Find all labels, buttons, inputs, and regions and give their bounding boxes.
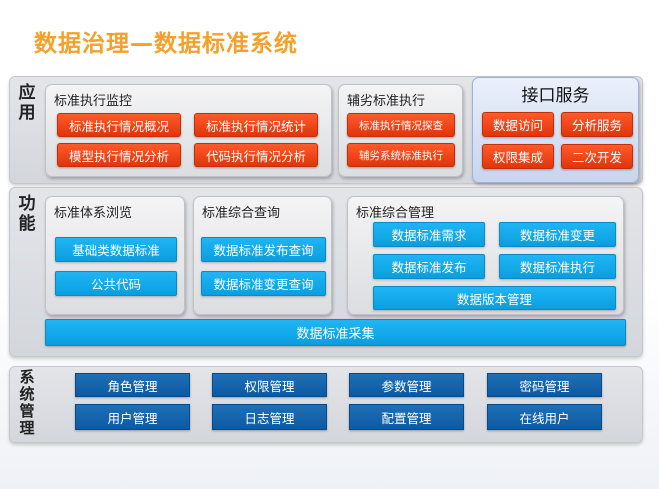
standard-query-panel: 标准综合查询 数据标准发布查询 数据标准变更查询 bbox=[193, 196, 332, 315]
version-management-button[interactable]: 数据版本管理 bbox=[373, 286, 616, 310]
code-analysis-button[interactable]: 代码执行情况分析 bbox=[194, 143, 318, 167]
aux-execution-panel-title: 辅劣标准执行 bbox=[347, 94, 426, 109]
standard-collect-bar[interactable]: 数据标准采集 bbox=[45, 319, 626, 346]
system-management-label: 系 统 管 理 bbox=[19, 368, 35, 437]
application-layer-label: 应 用 bbox=[18, 83, 36, 123]
password-management-button[interactable]: 密码管理 bbox=[487, 373, 602, 397]
role-management-button[interactable]: 角色管理 bbox=[75, 373, 190, 397]
aux-execution-panel: 辅劣标准执行 标准执行情况探查 辅劣系统标准执行 bbox=[338, 84, 463, 177]
monitor-panel-title: 标准执行监控 bbox=[54, 94, 133, 109]
standard-browse-panel: 标准体系浏览 基础类数据标准 公共代码 bbox=[45, 196, 185, 315]
log-management-button[interactable]: 日志管理 bbox=[212, 404, 327, 430]
online-users-button[interactable]: 在线用户 bbox=[487, 404, 602, 430]
function-layer-label: 功 能 bbox=[18, 194, 36, 234]
secondary-development-button[interactable]: 二次开发 bbox=[561, 144, 633, 169]
user-management-button[interactable]: 用户管理 bbox=[75, 404, 190, 430]
public-code-button[interactable]: 公共代码 bbox=[55, 271, 177, 296]
standard-query-title: 标准综合查询 bbox=[202, 206, 281, 221]
standard-change-button[interactable]: 数据标准变更 bbox=[499, 222, 616, 247]
publish-query-button[interactable]: 数据标准发布查询 bbox=[201, 237, 326, 262]
standard-browse-title: 标准体系浏览 bbox=[54, 206, 133, 221]
standard-requirement-button[interactable]: 数据标准需求 bbox=[373, 222, 485, 247]
standard-execute-button[interactable]: 数据标准执行 bbox=[499, 254, 616, 279]
interface-service-title: 接口服务 bbox=[521, 86, 590, 106]
interface-service-panel: 接口服务 数据访问 分析服务 权限集成 二次开发 bbox=[472, 77, 639, 183]
monitor-overview-button[interactable]: 标准执行情况概况 bbox=[57, 113, 181, 137]
basic-data-standard-button[interactable]: 基础类数据标准 bbox=[55, 237, 177, 262]
permission-management-button[interactable]: 权限管理 bbox=[212, 373, 327, 397]
standard-publish-button[interactable]: 数据标准发布 bbox=[373, 254, 485, 279]
permission-integration-button[interactable]: 权限集成 bbox=[482, 144, 554, 169]
monitor-statistics-button[interactable]: 标准执行情况统计 bbox=[194, 113, 318, 137]
parameter-management-button[interactable]: 参数管理 bbox=[349, 373, 464, 397]
page-title: 数据治理—数据标准系统 bbox=[34, 31, 298, 57]
model-analysis-button[interactable]: 模型执行情况分析 bbox=[57, 143, 181, 167]
monitor-panel: 标准执行监控 标准执行情况概况 标准执行情况统计 模型执行情况分析 代码执行情况… bbox=[45, 84, 332, 177]
aux-system-execution-button[interactable]: 辅劣系统标准执行 bbox=[347, 143, 455, 167]
standard-manage-title: 标准综合管理 bbox=[356, 206, 435, 221]
execution-probe-button[interactable]: 标准执行情况探查 bbox=[347, 113, 455, 137]
standard-manage-panel: 标准综合管理 数据标准需求 数据标准变更 数据标准发布 数据标准执行 数据版本管… bbox=[347, 196, 624, 315]
config-management-button[interactable]: 配置管理 bbox=[349, 404, 464, 430]
change-query-button[interactable]: 数据标准变更查询 bbox=[201, 271, 326, 296]
data-access-button[interactable]: 数据访问 bbox=[482, 112, 554, 137]
analysis-service-button[interactable]: 分析服务 bbox=[561, 112, 633, 137]
